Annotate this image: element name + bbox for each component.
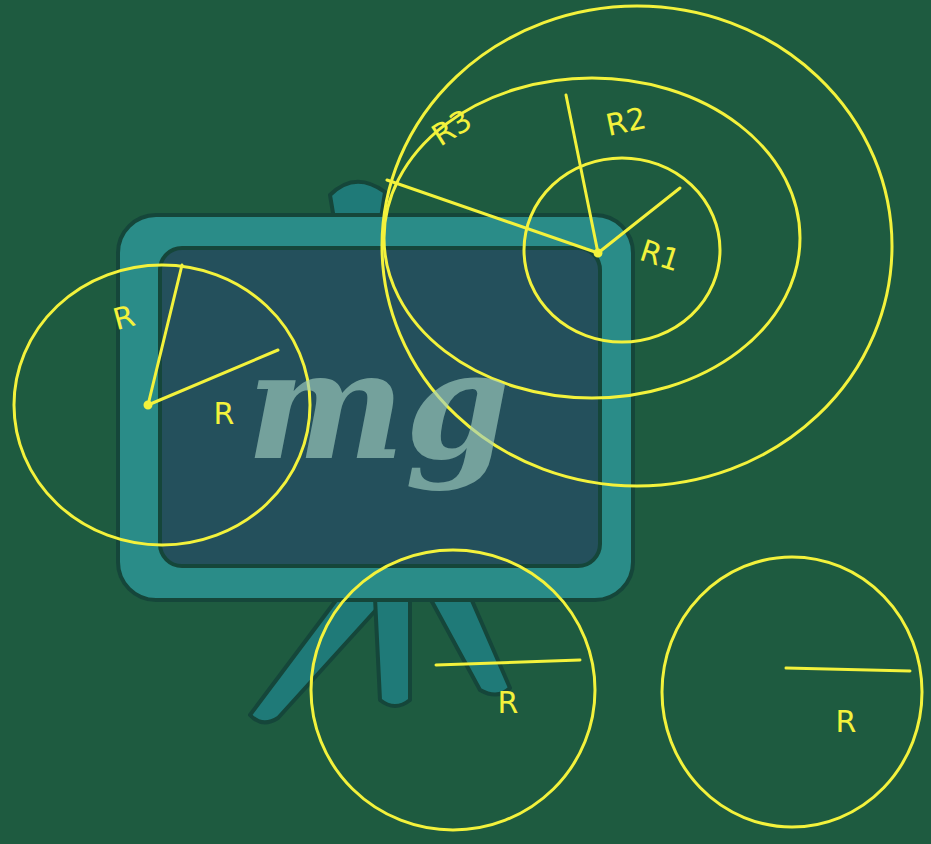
radius-label: R3 — [427, 105, 477, 152]
radius-label: R — [836, 707, 857, 737]
radius-line — [436, 660, 580, 665]
radius-label: R1 — [636, 236, 683, 277]
radius-line — [148, 265, 182, 405]
radius-line — [786, 668, 910, 671]
center-dot — [145, 402, 151, 408]
bottom-circle — [311, 550, 595, 830]
center-dot — [595, 250, 601, 256]
radius-line — [566, 95, 598, 253]
radius-label: R — [110, 301, 138, 335]
radius-label: R2 — [603, 103, 648, 141]
radius-label: R — [214, 399, 235, 429]
easel — [118, 182, 633, 723]
inner-circle — [524, 158, 720, 342]
radius-line — [387, 180, 598, 253]
radius-label: R — [498, 688, 519, 718]
yellow-drawing — [14, 6, 922, 830]
bottom-right-circle — [662, 557, 922, 827]
watermark: mg — [246, 330, 510, 480]
